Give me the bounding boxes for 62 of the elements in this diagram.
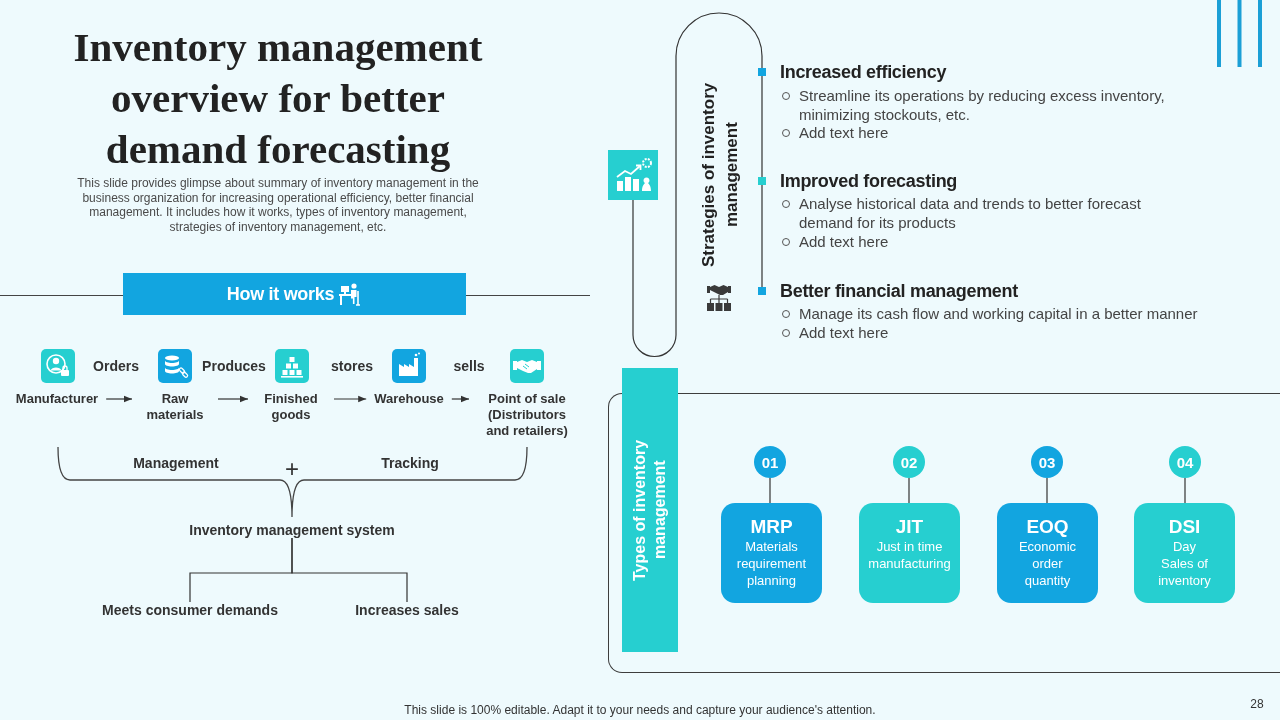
number-circle	[893, 446, 925, 478]
bullet-text: Add text here	[799, 231, 889, 251]
section-banner	[123, 273, 466, 315]
card-description: Materials requirement planning	[735, 538, 808, 589]
card	[721, 503, 822, 603]
card	[997, 503, 1098, 603]
card	[1134, 503, 1235, 603]
brace-label: Tracking	[381, 454, 439, 472]
footer-note: This slide is 100% editable. Adapt it to your needs and capture your audience's attention.	[404, 703, 876, 717]
strategy-heading: Improved forecasting	[780, 170, 958, 192]
subtitle-text: This slide provides glimpse about summary of inventory management in the business organization for increasing operational efficiency, better financial management. It includes how it works, types of inventory management, strategies of inventory management, etc.	[76, 176, 480, 234]
connector-line	[1184, 477, 1186, 504]
number-circle	[1031, 446, 1063, 478]
strategy-heading: Increased efficiency	[780, 61, 947, 83]
connector-line	[291, 537, 408, 603]
card	[859, 503, 960, 603]
bullet-text: Add text here	[799, 322, 889, 342]
card-description: Day Sales of inventory	[1157, 538, 1212, 589]
band-title: Types of inventory management	[630, 438, 669, 583]
card-heading: MRP	[750, 516, 793, 538]
step-label: Raw materials	[132, 391, 218, 423]
card-heading: DSI	[1168, 516, 1201, 538]
step-number: 01	[761, 453, 779, 471]
title-band	[622, 368, 678, 652]
page-number: 28	[1250, 697, 1264, 711]
edge-label: Produces	[202, 357, 266, 375]
bullet-text: Analyse historical data and trends to better forecast demand for its products	[799, 193, 1142, 232]
strategy-heading: Better financial management	[780, 280, 1018, 302]
node-label: Meets consumer demands	[102, 602, 278, 618]
slide-title: Inventory management overview for better demand forecasting	[72, 23, 484, 174]
arrow	[333, 395, 367, 403]
edge-label: sells	[453, 357, 485, 375]
number-circle	[754, 446, 786, 478]
step-number: 02	[900, 453, 918, 471]
brace-label: Management	[133, 454, 219, 472]
connector-line	[1046, 477, 1048, 504]
arrow	[217, 395, 249, 403]
step-label: Manufacturer	[7, 391, 107, 407]
step-number: 03	[1038, 453, 1056, 471]
connector-line	[769, 477, 771, 504]
bullet-text: Manage its cash flow and working capital in a better manner	[799, 303, 1198, 323]
step-label: Point of sale (Distributors and retailers)	[469, 391, 585, 439]
card-description: Economic order quantity	[1017, 538, 1078, 589]
node-label: Increases sales	[355, 602, 459, 618]
step-label: Finished goods	[248, 391, 334, 423]
edge-label: stores	[331, 357, 373, 375]
number-circle	[1169, 446, 1201, 478]
card-heading: JIT	[895, 516, 924, 538]
edge-label: Orders	[93, 357, 139, 375]
bullet-text: Add text here	[799, 123, 889, 142]
banner-title: How it works	[226, 283, 335, 305]
card-description: Just in time manufacturing	[867, 538, 952, 572]
bullet-text: Streamline its operations by reducing excess inventory, minimizing stockouts, etc.	[799, 85, 1166, 124]
arrow	[105, 395, 133, 403]
arrow	[451, 395, 470, 403]
node-label: Inventory management system	[189, 522, 395, 538]
connector-line	[908, 477, 910, 504]
section-title: Strategies of inventory management	[698, 81, 742, 270]
step-label: Warehouse	[366, 391, 452, 407]
plus-sign: +	[285, 458, 299, 480]
card-heading: EOQ	[1026, 516, 1069, 538]
step-number: 04	[1176, 453, 1194, 471]
